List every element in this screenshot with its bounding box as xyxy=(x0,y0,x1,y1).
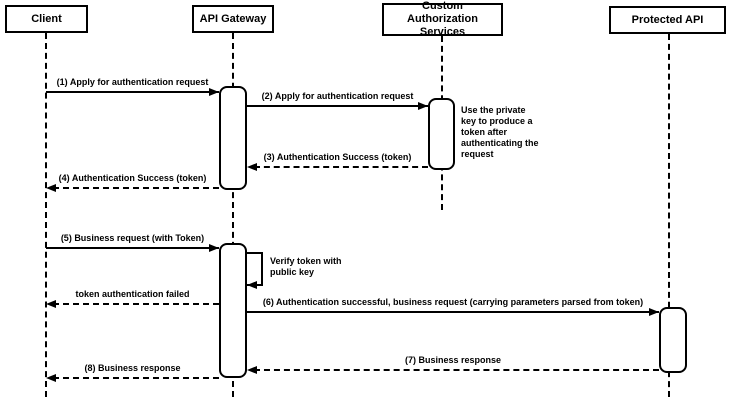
activation-api-gateway-2 xyxy=(219,243,247,378)
message-label-6: (6) Authentication successful, business … xyxy=(262,297,644,307)
activation-custom-authorization-services xyxy=(428,98,455,170)
arrow-left-icon xyxy=(247,366,257,374)
arrow-left-icon xyxy=(46,374,56,382)
message-line-token-failed xyxy=(53,303,219,305)
participant-box-api-gateway: API Gateway xyxy=(192,5,274,33)
arrow-left-icon xyxy=(247,163,257,171)
self-message-vertical-line xyxy=(261,252,263,285)
message-label-5: (5) Business request (with Token) xyxy=(60,233,205,243)
participant-label-client: Client xyxy=(31,12,62,25)
self-message-top-line xyxy=(247,252,263,254)
lifeline-api-gateway xyxy=(232,33,234,397)
activation-api-gateway-1 xyxy=(219,86,247,190)
participant-box-protected-api: Protected API xyxy=(609,6,726,34)
message-line-5 xyxy=(46,247,219,249)
arrow-left-icon xyxy=(247,281,257,289)
message-line-6 xyxy=(247,311,659,313)
message-label-3: (3) Authentication Success (token) xyxy=(263,152,412,162)
activation-protected-api xyxy=(659,307,687,373)
message-label-token-failed: token authentication failed xyxy=(75,289,190,299)
arrow-right-icon xyxy=(209,244,219,252)
participant-box-client: Client xyxy=(5,5,88,33)
message-line-7 xyxy=(254,369,659,371)
self-message-label: Verify token with public key xyxy=(270,256,342,277)
arrow-right-icon xyxy=(209,88,219,96)
note-private-key: Use the private key to produce a token a… xyxy=(461,105,539,159)
message-label-8: (8) Business response xyxy=(84,363,181,373)
message-line-3 xyxy=(254,166,428,168)
participant-label-custom-authorization-services: Custom Authorization Services xyxy=(407,0,478,38)
participant-label-api-gateway: API Gateway xyxy=(199,12,267,25)
arrow-right-icon xyxy=(649,308,659,316)
arrow-right-icon xyxy=(418,102,428,110)
participant-box-custom-authorization-services: Custom Authorization Services xyxy=(382,0,503,38)
message-label-4: (4) Authentication Success (token) xyxy=(58,173,207,183)
message-line-8 xyxy=(53,377,219,379)
participant-label-protected-api: Protected API xyxy=(631,13,704,26)
message-line-1 xyxy=(46,91,219,93)
lifeline-protected-api xyxy=(668,34,670,397)
message-line-2 xyxy=(247,105,428,107)
arrow-left-icon xyxy=(46,300,56,308)
message-line-4 xyxy=(53,187,219,189)
message-label-1: (1) Apply for authentication request xyxy=(56,77,209,87)
arrow-left-icon xyxy=(46,184,56,192)
message-label-2: (2) Apply for authentication request xyxy=(261,91,414,101)
lifeline-client xyxy=(45,33,47,397)
message-label-7: (7) Business response xyxy=(404,355,502,365)
